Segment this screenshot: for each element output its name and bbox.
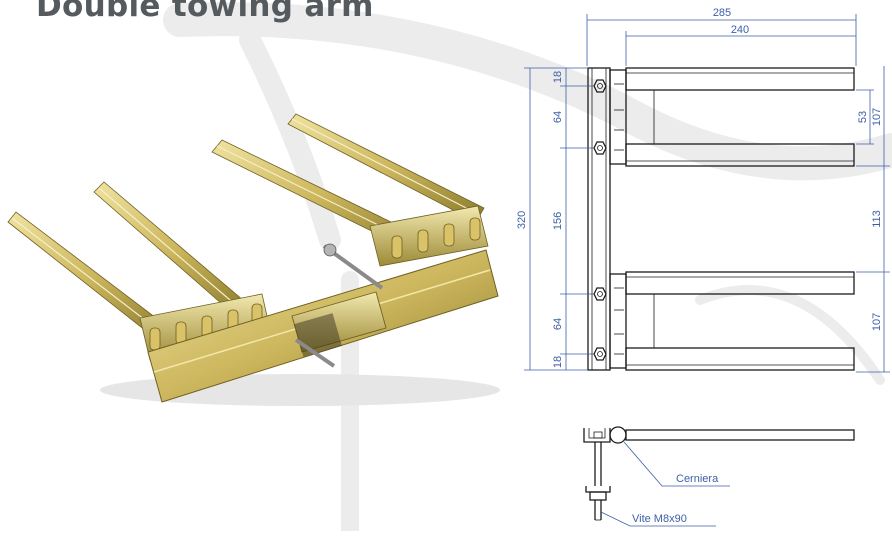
bolt-holes (593, 79, 607, 361)
dim-left-top-offset: 18 (552, 71, 564, 83)
hinge-leader (623, 441, 730, 487)
dim-right-middle: 113 (871, 210, 883, 228)
dimension-lines (524, 14, 890, 373)
dim-left-lower-spacing: 64 (552, 318, 564, 330)
callout-screw: Vite M8x90 (632, 513, 687, 525)
page-title: Double towing arm (36, 0, 374, 24)
hinge-circle (609, 426, 627, 444)
tension-screw (294, 243, 384, 368)
dim-right-top-inner: 53 (857, 111, 869, 123)
dim-overall-width: 285 (713, 7, 731, 19)
background-silhouette (163, 2, 892, 536)
dim-right-bottom-total: 107 (871, 313, 883, 331)
vertical-bar (587, 67, 611, 371)
screw-leader (600, 511, 716, 527)
callout-hinge: Cerniera (676, 473, 719, 485)
dim-left-middle-gap: 156 (552, 212, 564, 230)
front-view-drawing: 285 240 320 18 64 156 64 18 107 53 113 1… (516, 7, 890, 373)
towing-arm-photo (7, 113, 500, 406)
side-view-drawing: Cerniera Vite M8x90 (583, 426, 855, 527)
side-screw (585, 442, 611, 521)
arm-rails (625, 67, 855, 371)
side-arm (625, 429, 855, 441)
dim-left-upper-spacing: 64 (552, 111, 564, 123)
arm-4 (287, 113, 485, 223)
dim-overall-height: 320 (516, 211, 528, 229)
upper-hinge-block (609, 69, 627, 165)
lower-hinge-block (609, 273, 627, 369)
hinge-pins (149, 217, 481, 351)
dim-right-top-total: 107 (871, 108, 883, 126)
dim-arm-length: 240 (731, 24, 749, 36)
dim-left-bottom-offset: 18 (552, 356, 564, 368)
